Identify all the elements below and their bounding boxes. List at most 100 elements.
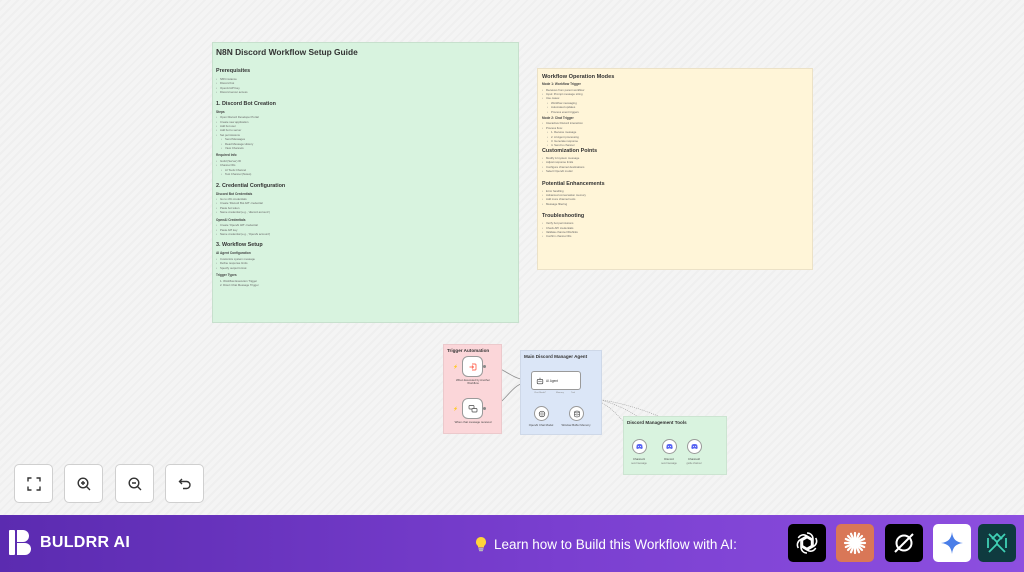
- bullet-list: Verify bot permissionsCheck API credenti…: [542, 221, 808, 239]
- undo-icon: [178, 478, 191, 489]
- discord-icon: [636, 444, 643, 450]
- list-item: Add bot user: [216, 124, 515, 129]
- modes-section-heading: Customization Points: [542, 147, 598, 154]
- discord-icon: [691, 444, 698, 450]
- setup-subheading: Discord Bot Credentials: [216, 191, 253, 196]
- bullet-list: Error handlingAdvanced conversation memo…: [542, 189, 808, 207]
- list-item: Discord bot: [216, 81, 515, 86]
- list-item: Check API credentials: [542, 226, 808, 231]
- deepseek-icon: [987, 533, 1007, 553]
- modes-subheading: Mode 2: Chat Trigger: [542, 115, 574, 120]
- tools-group-title: Discord Management Tools: [627, 420, 687, 425]
- lightning-icon: ⚡: [453, 406, 458, 411]
- list-item: Message filtering: [542, 202, 808, 207]
- list-item: Automated updates: [542, 105, 808, 110]
- memory-icon: [573, 410, 580, 417]
- list-item: Modify AI system message: [542, 156, 808, 161]
- discord-tool-sublabel: send message: [631, 462, 647, 465]
- list-item: Error handling: [542, 189, 808, 194]
- list-item: 2. AI Agent processing: [542, 135, 808, 140]
- gemini-button[interactable]: [933, 524, 971, 562]
- bullet-list: Modify AI system messageAdjust response …: [542, 156, 808, 174]
- chat-trigger-node[interactable]: [462, 398, 483, 419]
- modes-section-heading: Troubleshooting: [542, 213, 585, 220]
- list-item: Read Message History: [216, 142, 515, 147]
- list-item: 1. Workflow Execution Trigger: [220, 278, 258, 283]
- setup-section-heading: 1. Discord Bot Creation: [216, 100, 276, 107]
- chatgpt-button[interactable]: [788, 524, 826, 562]
- setup-subheading: OpenAI Credentials: [216, 217, 246, 222]
- list-item: Process event triggers: [542, 110, 808, 115]
- list-item: Discord server access: [216, 90, 515, 95]
- list-item: Add bot to server: [216, 128, 515, 133]
- list-item: Specify output format: [216, 266, 515, 271]
- list-item: Send Messages: [216, 137, 515, 142]
- zoom-in-button[interactable]: [64, 464, 103, 503]
- list-item: Verify bot permissions: [542, 221, 808, 226]
- robot-icon: [536, 377, 544, 384]
- workflow-canvas[interactable]: N8N Discord Workflow Setup Guide Prerequ…: [0, 0, 1024, 515]
- fullscreen-icon: [26, 476, 41, 491]
- list-item: Name credential (e.g., 'OpenAi account'): [216, 232, 515, 237]
- zoom-in-icon: [76, 476, 90, 490]
- perplexity-button[interactable]: [885, 524, 923, 562]
- setup-section-heading: 3. Workflow Setup: [216, 242, 263, 249]
- discord-tool-node[interactable]: [662, 439, 677, 454]
- lightbulb-icon: [476, 537, 486, 552]
- exec-trigger-node[interactable]: [462, 356, 483, 377]
- lightning-icon: ⚡: [453, 364, 458, 369]
- bullet-list: Guild (Server) IDChannel IDsAI Tools Cha…: [216, 159, 515, 177]
- chat-trigger-icon: [468, 404, 477, 412]
- list-item: Select OpenAI model: [542, 169, 808, 174]
- list-item: Advanced conversation memory: [542, 193, 808, 198]
- bullet-list: N8N instanceDiscord botOpenAI API keyDis…: [216, 77, 515, 95]
- exec-trigger-icon: [469, 363, 476, 370]
- list-item: Confirm channel IDs: [542, 234, 808, 239]
- setup-section-heading: Prerequisites: [216, 68, 251, 74]
- exec-trigger-out-port[interactable]: [483, 365, 486, 368]
- gemini-icon: [941, 532, 963, 554]
- openai-chat-model-node[interactable]: [534, 406, 549, 421]
- reset-button[interactable]: [165, 464, 204, 503]
- list-item: Set permissions: [216, 133, 515, 138]
- window-buffer-memory-node[interactable]: [569, 406, 584, 421]
- list-item: Create 'OpenAI API' credential: [216, 223, 515, 228]
- list-item: 3. Generate response: [542, 139, 808, 144]
- discord-tool-label: Discord: [664, 457, 674, 461]
- chat-model-port-label: Chat Model*: [534, 392, 547, 394]
- openai-icon: [796, 532, 818, 554]
- list-item: 1. Receive message: [542, 130, 808, 135]
- list-item: Create 'Discord Bot API' credential: [216, 201, 515, 206]
- list-item: Adjust response limits: [542, 160, 808, 165]
- ai-agent-node[interactable]: AI Agent: [531, 371, 581, 390]
- chat-trigger-out-port[interactable]: [483, 407, 486, 410]
- bullet-list: Go to n8n credentialsCreate 'Discord Bot…: [216, 197, 515, 215]
- window-buffer-memory-label: Window Buffer Memory: [561, 423, 591, 427]
- brand[interactable]: BULDRR AI: [8, 529, 130, 556]
- bullet-list: Interactive Discord interactionProcess f…: [542, 121, 808, 148]
- claude-icon: [843, 531, 867, 555]
- list-item: Guild (Server) ID: [216, 159, 515, 164]
- trigger-automation-group[interactable]: Trigger Automation When Executed by Anot…: [443, 344, 502, 434]
- discord-tool-node[interactable]: [687, 439, 702, 454]
- list-item: Test Channel (Notes): [216, 172, 515, 177]
- zoom-out-button[interactable]: [115, 464, 154, 503]
- list-item: Define response limits: [216, 261, 515, 266]
- list-item: 4. Send to channel: [542, 143, 808, 148]
- list-item: Create new application: [216, 120, 515, 125]
- list-item: Add more channel tools: [542, 197, 808, 202]
- list-item: Paste bot token: [216, 206, 515, 211]
- deepseek-button[interactable]: [978, 524, 1016, 562]
- discord-tool-sublabel: send message: [661, 462, 677, 465]
- fit-view-button[interactable]: [14, 464, 53, 503]
- list-item: Use cases:: [542, 96, 808, 101]
- setup-guide-note[interactable]: N8N Discord Workflow Setup Guide Prerequ…: [212, 42, 519, 323]
- claude-button[interactable]: [836, 524, 874, 562]
- perplexity-icon: [894, 533, 914, 553]
- agent-group[interactable]: Main Discord Manager Agent AI Agent Chat…: [520, 350, 602, 435]
- list-item: Configure channel destinations: [542, 165, 808, 170]
- discord-tool-node[interactable]: [632, 439, 647, 454]
